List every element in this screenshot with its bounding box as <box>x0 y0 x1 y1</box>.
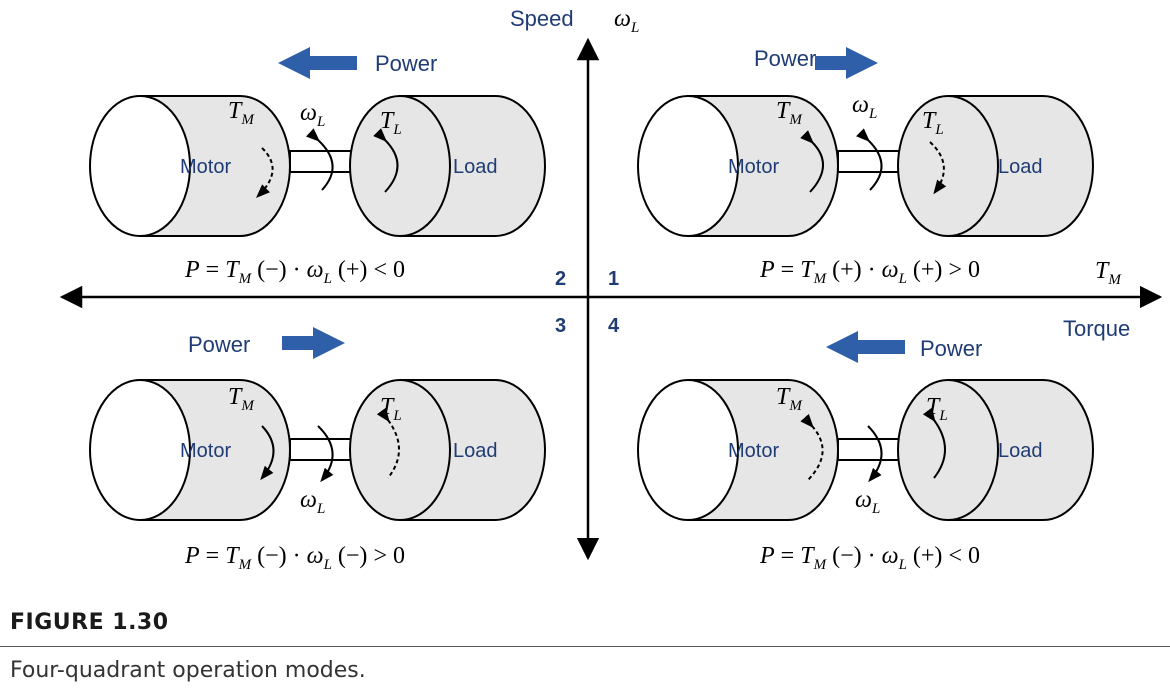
wl-rotation-arrow-icon <box>317 425 334 483</box>
figure-caption-title: FIGURE 1.30 <box>10 610 169 635</box>
quadrant-4: Power Motor Load TM ωL TL P = TM (−) · ω… <box>637 331 1094 573</box>
tm-rotation-arrow-icon <box>260 425 275 481</box>
power-arrow-right-icon <box>282 327 345 359</box>
power-arrow-left-icon <box>826 331 905 363</box>
tl-symbol: TL <box>380 394 402 424</box>
tm-rotation-arrow-icon <box>800 413 824 481</box>
quadrant-1: Power Motor Load TM ωL TL P = TM (+) · ω… <box>637 46 1094 287</box>
torque-axis-symbol: TM <box>1095 258 1122 288</box>
wl-rotation-arrow-icon <box>867 425 883 483</box>
load-cylinder <box>349 379 546 521</box>
quadrant-number-3: 3 <box>555 315 566 337</box>
tm-rotation-arrow-icon <box>255 147 274 198</box>
figure-caption-text: Four-quadrant operation modes. <box>10 658 366 683</box>
power-arrow-right-icon <box>815 47 878 79</box>
tm-symbol: TM <box>228 98 255 128</box>
four-quadrant-diagram: Speed ωL Torque TM 1 2 3 4 Power Motor L… <box>59 6 1163 573</box>
motor-cylinder <box>89 379 291 521</box>
quadrant-number-4: 4 <box>608 315 620 337</box>
motor-label: Motor <box>728 440 779 462</box>
power-equation: P = TM (−) · ωL (−) > 0 <box>184 543 405 573</box>
caption-divider <box>0 646 1170 647</box>
speed-axis-symbol: ωL <box>614 6 639 36</box>
load-label: Load <box>453 440 498 462</box>
tl-rotation-arrow-icon <box>929 141 947 195</box>
power-arrow-left-icon <box>278 47 357 79</box>
power-label: Power <box>375 51 437 76</box>
torque-axis-label: Torque <box>1063 316 1130 341</box>
wl-symbol: ωL <box>300 487 325 517</box>
tl-symbol: TL <box>926 394 948 424</box>
tm-symbol: TM <box>776 384 803 414</box>
tl-symbol: TL <box>380 108 402 138</box>
power-label: Power <box>754 46 816 71</box>
wl-symbol: ωL <box>300 100 325 130</box>
motor-label: Motor <box>728 156 779 178</box>
tl-rotation-arrow-icon <box>376 407 400 479</box>
wl-symbol: ωL <box>852 92 877 122</box>
tl-symbol: TL <box>922 108 944 138</box>
load-label: Load <box>998 156 1043 178</box>
load-label: Load <box>453 156 498 178</box>
tl-rotation-arrow-icon <box>922 407 946 479</box>
quadrant-number-2: 2 <box>555 268 566 290</box>
quadrant-number-1: 1 <box>608 268 619 290</box>
power-equation: P = TM (+) · ωL (+) > 0 <box>759 257 980 287</box>
wl-symbol: ωL <box>855 487 880 517</box>
speed-axis-label: Speed <box>510 6 574 31</box>
tm-symbol: TM <box>228 384 255 414</box>
power-label: Power <box>920 336 982 361</box>
motor-cylinder <box>89 95 291 237</box>
power-label: Power <box>188 332 250 357</box>
quadrant-3: Power Motor Load TM ωL TL P = TM (−) · ω… <box>89 327 546 573</box>
power-equation: P = TM (−) · ωL (+) < 0 <box>184 257 405 287</box>
wl-rotation-arrow-icon <box>856 128 883 191</box>
tl-rotation-arrow-icon <box>373 128 399 193</box>
tm-rotation-arrow-icon <box>800 130 824 193</box>
quadrant-2: Power Motor Load TM ωL TL P = TM (−) · ω… <box>89 47 546 287</box>
motor-label: Motor <box>180 440 231 462</box>
load-label: Load <box>998 440 1043 462</box>
wl-rotation-arrow-icon <box>305 128 334 191</box>
load-cylinder <box>897 95 1094 237</box>
power-equation: P = TM (−) · ωL (+) < 0 <box>759 543 980 573</box>
motor-label: Motor <box>180 156 231 178</box>
tm-symbol: TM <box>776 98 803 128</box>
